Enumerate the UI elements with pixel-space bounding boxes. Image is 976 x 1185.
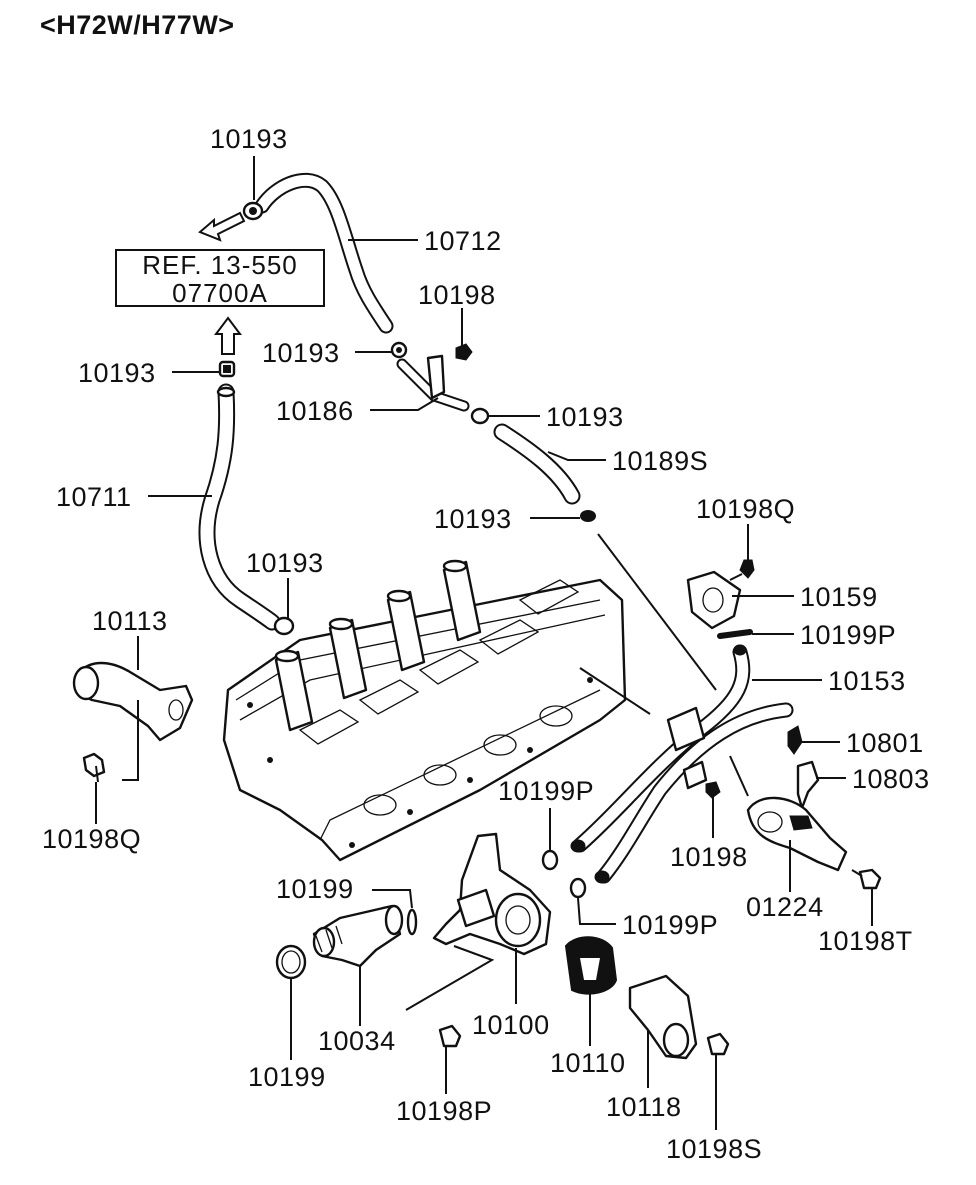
label-10199p-low: 10199P xyxy=(622,910,718,940)
label-10193-d: 10193 xyxy=(434,504,512,534)
reference-line-2: 07700A xyxy=(172,278,268,308)
label-10193-c: 10193 xyxy=(546,402,624,432)
gasket-10199p-top xyxy=(717,629,753,639)
label-10198s: 10198S xyxy=(666,1134,762,1164)
label-10193-a: 10193 xyxy=(262,338,340,368)
clamp-10193-a xyxy=(390,341,408,359)
bolt-10198q-top xyxy=(729,559,755,581)
label-10198t: 10198T xyxy=(818,926,913,956)
arrow-left-icon xyxy=(198,211,246,242)
label-10199p-mid: 10199P xyxy=(498,776,594,806)
clamp-10193-c xyxy=(470,407,490,425)
hose-10712 xyxy=(254,173,394,334)
label-01224: 01224 xyxy=(746,892,824,922)
label-10198q-left: 10198Q xyxy=(42,824,141,854)
label-10100: 10100 xyxy=(472,1010,550,1040)
label-10159: 10159 xyxy=(800,582,878,612)
clamp-10193-top xyxy=(242,201,264,221)
label-10199p-top: 10199P xyxy=(800,620,896,650)
pipe-10186 xyxy=(396,354,470,412)
label-10199-a: 10199 xyxy=(276,874,354,904)
bolt-10198-mid xyxy=(705,781,721,799)
label-10113: 10113 xyxy=(92,606,168,636)
housing-01224 xyxy=(746,796,848,872)
label-10712: 10712 xyxy=(424,226,502,256)
pipe-10153 xyxy=(570,644,794,884)
label-10711: 10711 xyxy=(56,482,132,512)
part-labels: 10193 10712 10198 10193 10193 10186 1019… xyxy=(42,124,930,1164)
bolt-10198t xyxy=(851,868,882,890)
clamp-10193-d xyxy=(580,510,596,522)
label-10153: 10153 xyxy=(828,666,906,696)
sensor-10801 xyxy=(787,725,803,755)
hose-10189s xyxy=(493,423,581,505)
bolt-10198q-left xyxy=(82,752,106,783)
label-10198p: 10198P xyxy=(396,1096,492,1126)
arrow-up-icon xyxy=(214,316,242,355)
label-10199-b: 10199 xyxy=(248,1062,326,1092)
bolt-10198-top xyxy=(455,343,473,361)
label-10198-top: 10198 xyxy=(418,280,496,310)
label-10110: 10110 xyxy=(550,1048,626,1078)
label-10034: 10034 xyxy=(318,1026,396,1056)
reference-box xyxy=(115,249,325,307)
label-10193-b: 10193 xyxy=(78,358,156,388)
bolt-10198p xyxy=(438,1024,462,1048)
label-10118: 10118 xyxy=(606,1092,682,1122)
gasket-10199p-low xyxy=(569,877,587,899)
label-10193-top: 10193 xyxy=(210,124,288,154)
water-pump-10100 xyxy=(432,832,552,956)
thermostat-case-10118 xyxy=(628,974,698,1060)
label-10189s: 10189S xyxy=(612,446,708,476)
label-10801: 10801 xyxy=(846,728,924,758)
clamp-10193-b xyxy=(218,360,236,378)
hose-10711 xyxy=(198,383,281,631)
water-outlet-10113 xyxy=(72,661,194,742)
label-10803: 10803 xyxy=(852,764,930,794)
bolt-10198s xyxy=(706,1032,730,1056)
label-10198-mid: 10198 xyxy=(670,842,748,872)
page-title: <H72W/H77W> xyxy=(40,10,235,40)
inlet-10034 xyxy=(312,904,404,968)
label-10193-e: 10193 xyxy=(246,548,324,578)
housing-10159 xyxy=(686,570,742,630)
cylinder-head xyxy=(222,559,627,862)
thermostat-10110 xyxy=(564,936,618,995)
gasket-10199p-mid xyxy=(541,849,559,871)
reference-line-1: REF. 13-550 xyxy=(142,250,298,280)
gasket-10199-b xyxy=(275,944,307,980)
label-10198q-top: 10198Q xyxy=(696,494,795,524)
clamp-10193-e xyxy=(273,616,295,636)
sensor-10803 xyxy=(796,760,820,810)
leader-lines xyxy=(95,156,873,1130)
gasket-10199-a xyxy=(406,908,418,936)
label-10186: 10186 xyxy=(276,396,354,426)
